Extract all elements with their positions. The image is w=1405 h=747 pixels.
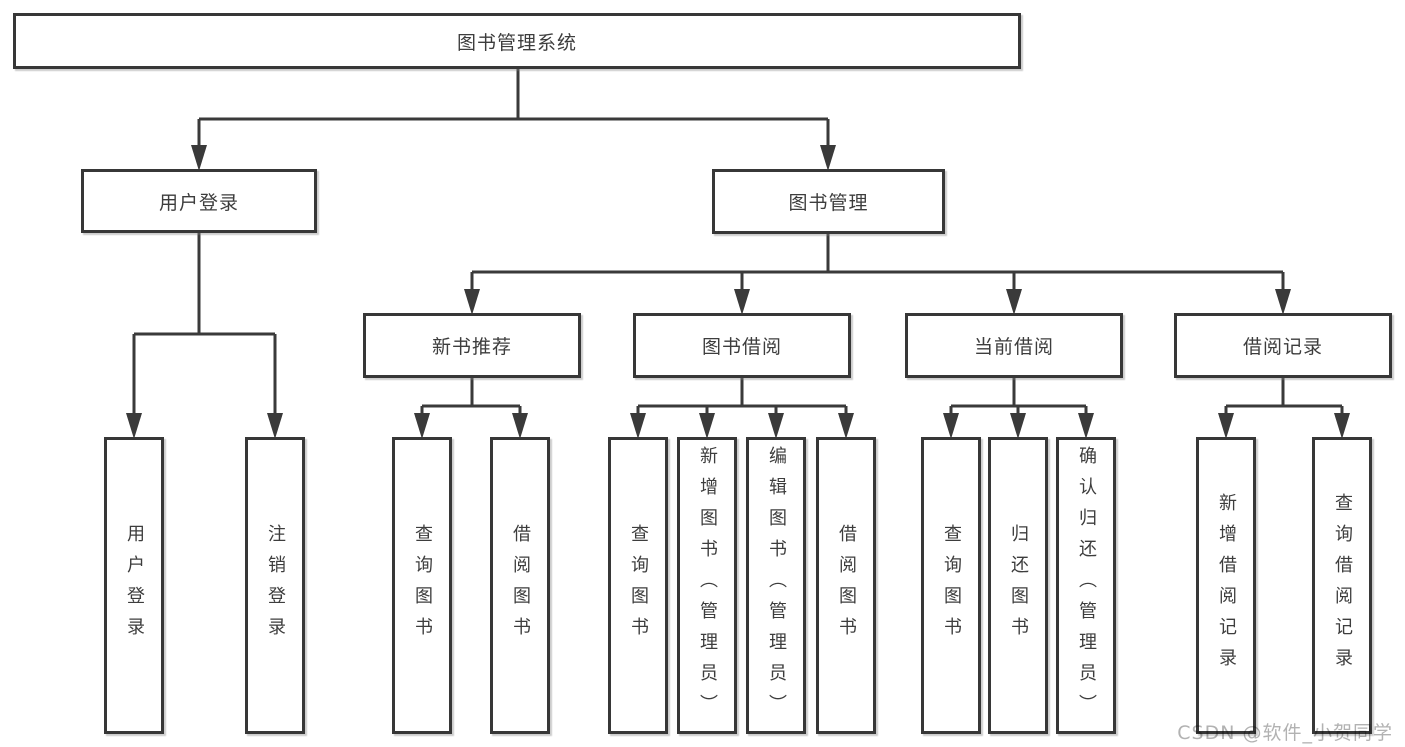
node-leaf-br-query-record-label: 查询借阅记录	[1332, 492, 1353, 679]
node-new-book-recommend-label: 新书推荐	[431, 336, 512, 358]
node-leaf-nb-query-books: 查询图书	[392, 437, 452, 734]
node-leaf-cb-query-books: 查询图书	[921, 437, 981, 734]
node-user-login-label: 用户登录	[158, 191, 239, 214]
node-leaf-br-add-record: 新增借阅记录	[1196, 437, 1256, 734]
node-leaf-bb-query-books-label: 查询图书	[628, 523, 649, 648]
node-root-system: 图书管理系统	[13, 13, 1021, 69]
node-leaf-cb-confirm-return-admin: 确认归还（管理员）	[1056, 437, 1116, 734]
node-borrow-record-label: 借阅记录	[1242, 336, 1323, 358]
node-leaf-bb-borrow-books-label: 借阅图书	[836, 523, 857, 648]
node-leaf-bb-borrow-books: 借阅图书	[816, 437, 876, 734]
node-leaf-cb-return-books-label: 归还图书	[1008, 523, 1029, 648]
node-current-borrow-label: 当前借阅	[973, 336, 1054, 358]
node-leaf-user-login: 用户登录	[104, 437, 164, 734]
node-leaf-logout-label: 注销登录	[265, 523, 286, 648]
node-user-login: 用户登录	[81, 169, 317, 233]
node-new-book-recommend: 新书推荐	[363, 313, 581, 378]
node-root-label: 图书管理系统	[456, 31, 577, 54]
node-leaf-nb-query-books-label: 查询图书	[412, 523, 433, 648]
node-leaf-br-add-record-label: 新增借阅记录	[1216, 492, 1237, 679]
node-leaf-cb-confirm-return-admin-label: 确认归还（管理员）	[1076, 446, 1097, 725]
node-leaf-bb-edit-books-admin-label: 编辑图书（管理员）	[766, 446, 787, 725]
tree-edges	[132, 69, 1344, 434]
node-book-borrow: 图书借阅	[633, 313, 851, 378]
node-book-borrow-label: 图书借阅	[701, 336, 782, 358]
node-leaf-logout: 注销登录	[245, 437, 305, 734]
node-leaf-user-login-label: 用户登录	[124, 523, 145, 648]
node-borrow-record: 借阅记录	[1174, 313, 1392, 378]
node-leaf-nb-borrow-books: 借阅图书	[490, 437, 550, 734]
node-book-management-label: 图书管理	[788, 192, 869, 214]
node-leaf-bb-add-books-admin: 新增图书（管理员）	[677, 437, 737, 734]
node-current-borrow: 当前借阅	[905, 313, 1123, 378]
node-leaf-cb-return-books: 归还图书	[988, 437, 1048, 734]
node-leaf-bb-add-books-admin-label: 新增图书（管理员）	[697, 446, 718, 725]
node-leaf-bb-query-books: 查询图书	[608, 437, 668, 734]
node-leaf-cb-query-books-label: 查询图书	[941, 523, 962, 648]
node-book-management: 图书管理	[712, 169, 945, 234]
arrowhead-icons	[126, 145, 1350, 439]
csdn-watermark: CSDN @软件_小贺同学	[1177, 722, 1393, 744]
node-leaf-nb-borrow-books-label: 借阅图书	[510, 523, 531, 648]
node-leaf-br-query-record: 查询借阅记录	[1312, 437, 1372, 734]
node-leaf-bb-edit-books-admin: 编辑图书（管理员）	[746, 437, 806, 734]
